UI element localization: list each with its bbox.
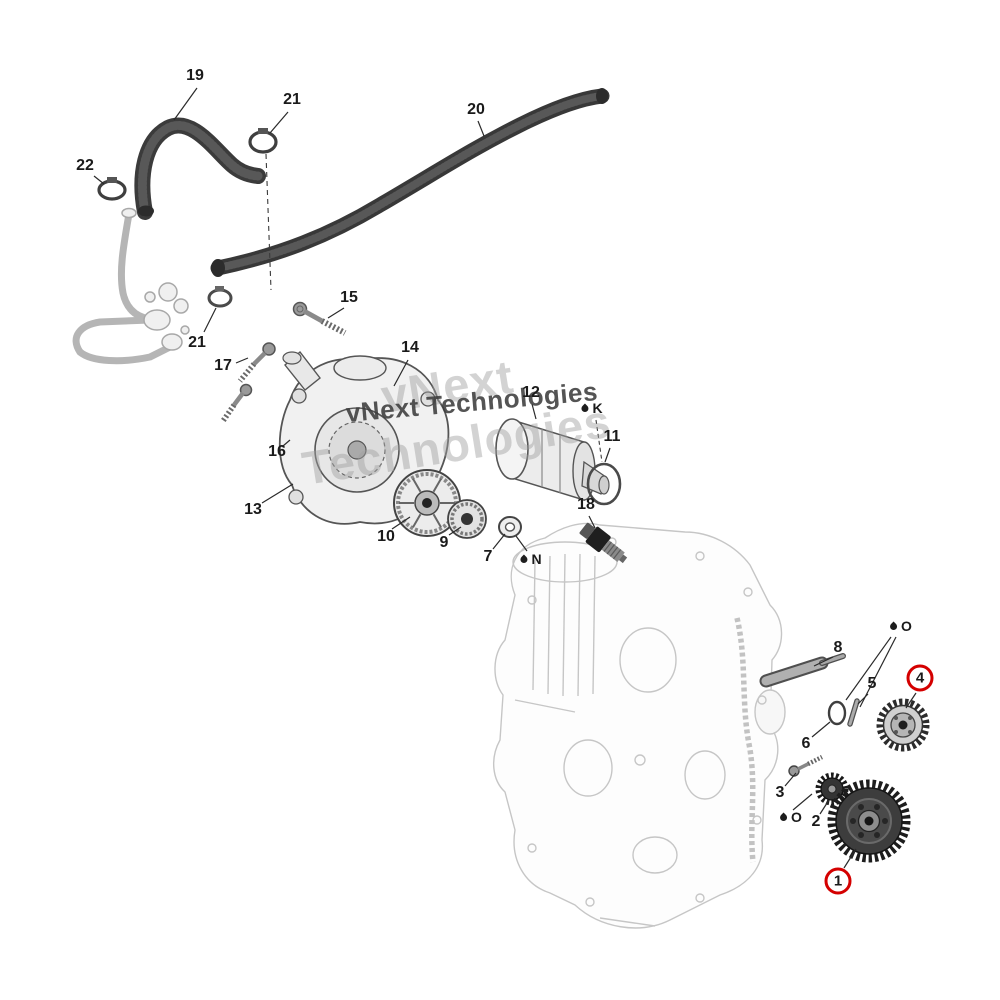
callout-letter: O (791, 809, 802, 825)
long-hose (210, 88, 610, 277)
callout-6: 6 (802, 736, 811, 752)
callout-number: 14 (401, 339, 419, 356)
hose-clamp-21-mid (207, 286, 233, 308)
callout-12: 12 (522, 385, 540, 401)
callout-number: 6 (801, 735, 811, 752)
callout-7: 7 (484, 549, 493, 565)
callout-21-mid: 21 (188, 335, 206, 351)
callout-N: N (518, 551, 542, 567)
bolt-15 (292, 301, 347, 336)
callout-O-lower: O (778, 809, 802, 825)
callout-10: 10 (377, 529, 395, 545)
callout-number: 16 (268, 443, 286, 460)
callout-number: 2 (811, 813, 821, 830)
assembly-dashed-lines (265, 153, 603, 463)
callout-letter: N (531, 551, 542, 567)
coolant-pipe (72, 210, 174, 365)
callout-number: 8 (833, 639, 843, 656)
o-ring (586, 462, 622, 506)
callout-16: 16 (268, 444, 286, 460)
callout-number: 22 (76, 157, 94, 174)
callout-number: 9 (439, 534, 449, 551)
callout-20: 20 (467, 102, 485, 118)
callout-letter: K (592, 400, 603, 416)
dowel-pin (847, 698, 860, 727)
callout-3: 3 (776, 785, 785, 801)
callout-number: 18 (577, 496, 595, 513)
temperature-sensor (579, 522, 628, 564)
bolt-17b (220, 383, 253, 423)
callout-number: 20 (467, 101, 485, 118)
callout-number: 12 (522, 384, 540, 401)
callout-number: 5 (867, 675, 877, 692)
lubricant-drop-icon (518, 554, 529, 564)
engine-crankcase (493, 522, 786, 929)
callout-15: 15 (340, 290, 358, 306)
callout-number: 11 (603, 428, 621, 445)
callout-number: 17 (214, 357, 232, 374)
callout-number: 21 (283, 91, 301, 108)
callout-number: 13 (244, 501, 262, 518)
callout-number: 10 (377, 528, 395, 545)
callout-19: 19 (186, 68, 204, 84)
callout-number: 1 (833, 872, 843, 890)
callout-18: 18 (577, 497, 595, 513)
callout-22: 22 (76, 158, 94, 174)
callout-5: 5 (868, 676, 877, 692)
callout-14: 14 (401, 340, 419, 356)
pump-shaft (759, 653, 846, 688)
callout-number: 21 (188, 334, 206, 351)
callout-21-top: 21 (283, 92, 301, 108)
callout-O-upper: O (888, 618, 912, 634)
washer (498, 516, 522, 538)
callout-1-circled: 1 (824, 867, 852, 895)
callout-number: 19 (186, 67, 204, 84)
callout-4-circled: 4 (906, 664, 934, 692)
lubricant-drop-icon (888, 621, 899, 631)
bolt-3 (788, 754, 824, 777)
callout-17: 17 (214, 358, 232, 374)
oil-pump-gear-1 (827, 779, 911, 863)
elbow-hose (134, 117, 266, 220)
hose-clamp-21-top (248, 128, 278, 154)
callout-11: 11 (604, 429, 621, 445)
lubricant-drop-icon (579, 403, 590, 413)
callout-8: 8 (834, 640, 843, 656)
callout-9: 9 (440, 535, 449, 551)
retaining-ring (827, 700, 847, 726)
coolant-pipe-flanges (121, 207, 190, 351)
callout-2: 2 (812, 814, 821, 830)
pump-cover (495, 418, 610, 502)
callout-number: 15 (340, 289, 358, 306)
bolt-17a (237, 342, 276, 383)
lubricant-drop-icon (778, 812, 789, 822)
callout-13: 13 (244, 502, 262, 518)
callout-number: 7 (483, 548, 493, 565)
callout-K: K (579, 400, 603, 416)
callout-number: 3 (775, 784, 785, 801)
hose-clamp-22 (97, 177, 127, 201)
pump-gear (447, 499, 487, 539)
callout-number: 4 (915, 669, 925, 687)
oil-pump-gear-4 (876, 698, 930, 752)
leader-lines (93, 87, 917, 869)
callout-letter: O (901, 618, 912, 634)
